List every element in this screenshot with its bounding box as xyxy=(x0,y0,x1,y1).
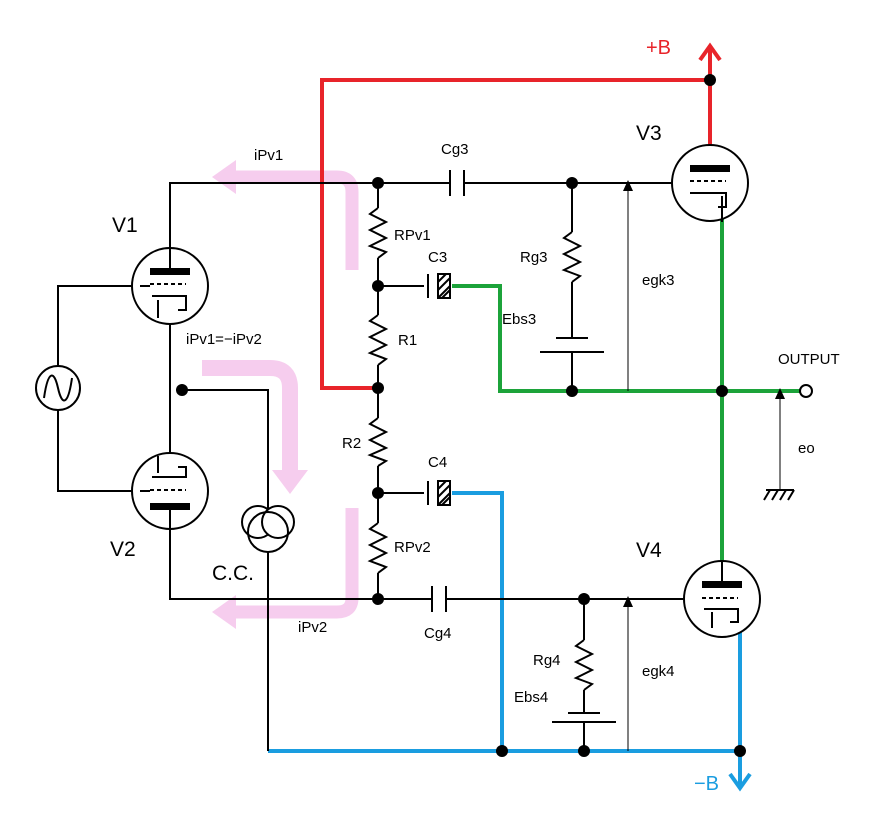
egk3-reference xyxy=(623,180,633,391)
ground-icon xyxy=(763,489,795,501)
output-terminal[interactable] xyxy=(799,384,813,398)
r2-label: R2 xyxy=(342,435,361,452)
rpv2-resistor xyxy=(367,522,389,574)
rg3-resistor xyxy=(561,231,583,283)
ebs3-battery xyxy=(540,337,604,353)
egk3-label: egk3 xyxy=(642,272,675,289)
constant-current-source-icon xyxy=(241,505,295,553)
egk4-label: egk4 xyxy=(642,663,675,680)
r1-resistor xyxy=(367,314,389,366)
v2-label: V2 xyxy=(110,538,136,561)
relation-flow-arrow xyxy=(202,360,298,470)
minus-b-label: −B xyxy=(694,773,719,795)
ipv1-label: iPv1 xyxy=(254,147,283,164)
cg3-capacitor xyxy=(449,170,465,196)
capacitors xyxy=(427,170,465,612)
rg4-resistor xyxy=(573,639,595,691)
junctions xyxy=(176,74,746,757)
resistors xyxy=(367,207,595,691)
c4-capacitor xyxy=(427,480,451,506)
rpv2-label: RPv2 xyxy=(394,539,431,556)
output-rail xyxy=(452,284,800,393)
rg3-label: Rg3 xyxy=(520,249,548,266)
tube-v3 xyxy=(671,144,749,222)
tube-v1 xyxy=(131,247,209,325)
plus-b-rail xyxy=(320,78,710,390)
ipv2-flow-arrowhead xyxy=(212,595,236,629)
c4-label: C4 xyxy=(428,454,447,471)
cg4-capacitor xyxy=(431,586,447,612)
eo-label: eo xyxy=(798,440,815,457)
wiring xyxy=(57,182,696,751)
plus-b-label: +B xyxy=(646,37,671,59)
v3-label: V3 xyxy=(636,122,662,145)
rpv1-label: RPv1 xyxy=(394,227,431,244)
rg4-label: Rg4 xyxy=(533,652,561,669)
current-source-label: C.C. xyxy=(212,562,254,585)
ipv1-flow-arrow xyxy=(236,170,359,270)
current-flow-arrows xyxy=(202,160,359,629)
c3-label: C3 xyxy=(428,249,447,266)
labels: +B −B V1 V2 V3 V4 C.C. iPv1 iPv2 iPv1=−i… xyxy=(110,37,840,795)
c3-capacitor xyxy=(427,273,451,299)
relation-flow-arrowhead xyxy=(272,470,308,494)
ipv1-flow-arrowhead xyxy=(212,160,236,194)
output-label: OUTPUT xyxy=(778,351,840,368)
ebs4-label: Ebs4 xyxy=(514,689,548,706)
ipv2-label: iPv2 xyxy=(298,619,327,636)
ebs3-label: Ebs3 xyxy=(502,311,536,328)
plus-b-arrowhead xyxy=(698,42,722,62)
tube-v4 xyxy=(683,560,761,638)
eo-reference xyxy=(775,388,785,490)
cg4-label: Cg4 xyxy=(424,625,452,642)
minus-b-arrowhead xyxy=(728,772,752,792)
ac-source-icon xyxy=(35,365,81,411)
ebs4-battery xyxy=(552,712,616,723)
r2-resistor xyxy=(367,417,389,467)
current-relation-label: iPv1=−iPv2 xyxy=(186,331,262,348)
v1-label: V1 xyxy=(112,214,138,237)
cg3-label: Cg3 xyxy=(441,141,469,158)
c4-to-minus-b-wire xyxy=(452,491,504,751)
egk4-reference xyxy=(623,596,633,751)
v4-cathode-wire xyxy=(733,611,742,785)
rpv1-resistor xyxy=(367,207,389,259)
tube-v2 xyxy=(131,452,209,530)
r1-label: R1 xyxy=(398,332,417,349)
v4-label: V4 xyxy=(636,539,662,562)
